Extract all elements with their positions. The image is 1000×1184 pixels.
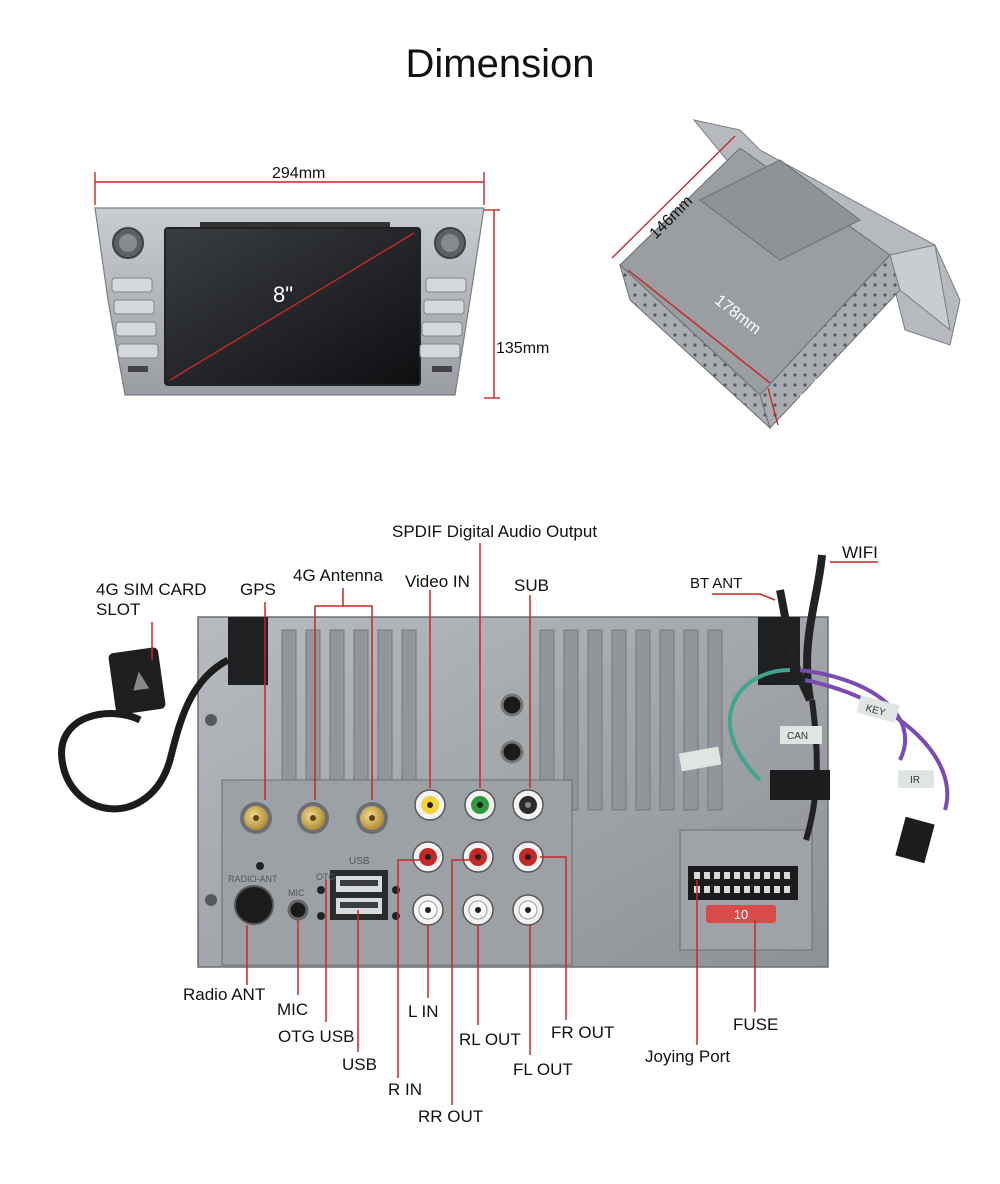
callout-lines [151, 543, 878, 1105]
4g-antenna-connector-1-icon [297, 802, 329, 834]
r-in-callout-line [397, 859, 421, 1078]
rr-out-callout-line [451, 859, 470, 1105]
mic-port-icon [287, 899, 309, 921]
gps-label: GPS [240, 580, 276, 599]
fl-out-label: FL OUT [513, 1060, 573, 1079]
spdif-rca-icon [464, 789, 496, 821]
video-in-label: Video IN [405, 572, 470, 591]
panel-radio-ant-text: RADIO-ANT [228, 874, 278, 884]
usb-label: USB [342, 1055, 377, 1074]
bt-ant-label: BT ANT [690, 575, 743, 592]
fuse-label: FUSE [733, 1015, 779, 1034]
can-tag-text: CAN [787, 731, 808, 742]
bt-ant-callout-line [712, 593, 776, 601]
rr-out-label: RR OUT [418, 1107, 484, 1126]
panel-otg-text: OTG [316, 872, 336, 882]
mic-label: MIC [277, 1000, 309, 1019]
r-in-label: R IN [388, 1080, 422, 1099]
front-view [94, 172, 500, 399]
radio-ant-port-icon [234, 885, 274, 925]
fuse-icon [706, 905, 776, 923]
sub-label: SUB [514, 576, 549, 595]
l-in-rca-icon [412, 894, 444, 926]
otg-usb-label: OTG USB [278, 1027, 355, 1046]
wifi-label: WIFI [842, 543, 878, 562]
antenna-callout-line [343, 605, 373, 800]
page-title: Dimension [405, 42, 595, 86]
usb-ports-icon [330, 870, 388, 920]
rr-out-rca-icon [462, 841, 494, 873]
4g-antenna-connector-2-icon [356, 802, 388, 834]
panel-usb-text: USB [349, 856, 370, 867]
height-100-line [767, 387, 779, 426]
gps-connector-icon [240, 802, 272, 834]
fr-out-callout-line [540, 856, 567, 1020]
fr-out-label: FR OUT [551, 1023, 615, 1042]
front-width-text: 294mm [272, 165, 325, 182]
joying-port-label: Joying Port [645, 1047, 731, 1066]
ir-tag-text: IR [910, 775, 920, 786]
sim-cable-icon [58, 656, 230, 813]
panel-mic-text: MIC [288, 888, 305, 898]
video-in-rca-icon [414, 789, 446, 821]
rl-out-label: RL OUT [459, 1030, 521, 1049]
l-in-label: L IN [408, 1002, 439, 1021]
spdif-label: SPDIF Digital Audio Output [392, 522, 598, 541]
depth-146-line [611, 135, 736, 259]
key-tag-text: KEY [864, 703, 886, 719]
fl-out-rca-icon [512, 894, 544, 926]
rl-out-rca-icon [462, 894, 494, 926]
r-in-rca-icon [412, 841, 444, 873]
sim-card-slot-label: 4G SIM CARD SLOT [96, 580, 207, 619]
fuse-value-text: 10 [734, 907, 748, 922]
depth-178-line [627, 269, 771, 384]
fr-out-rca-icon [512, 841, 544, 873]
radio-ant-label: Radio ANT [183, 985, 266, 1004]
sub-rca-icon [512, 789, 544, 821]
rear-panel: USB OTG MIC RADIO-ANT 10 KEY CAN [58, 554, 950, 968]
4g-antenna-label: 4G Antenna [293, 566, 383, 585]
joying-port-connector-icon [688, 866, 798, 900]
screen-diagonal-line [169, 232, 415, 381]
front-height-text: 135mm [496, 340, 549, 357]
screen-size-text: 8" [273, 282, 293, 307]
side-view [611, 119, 961, 430]
